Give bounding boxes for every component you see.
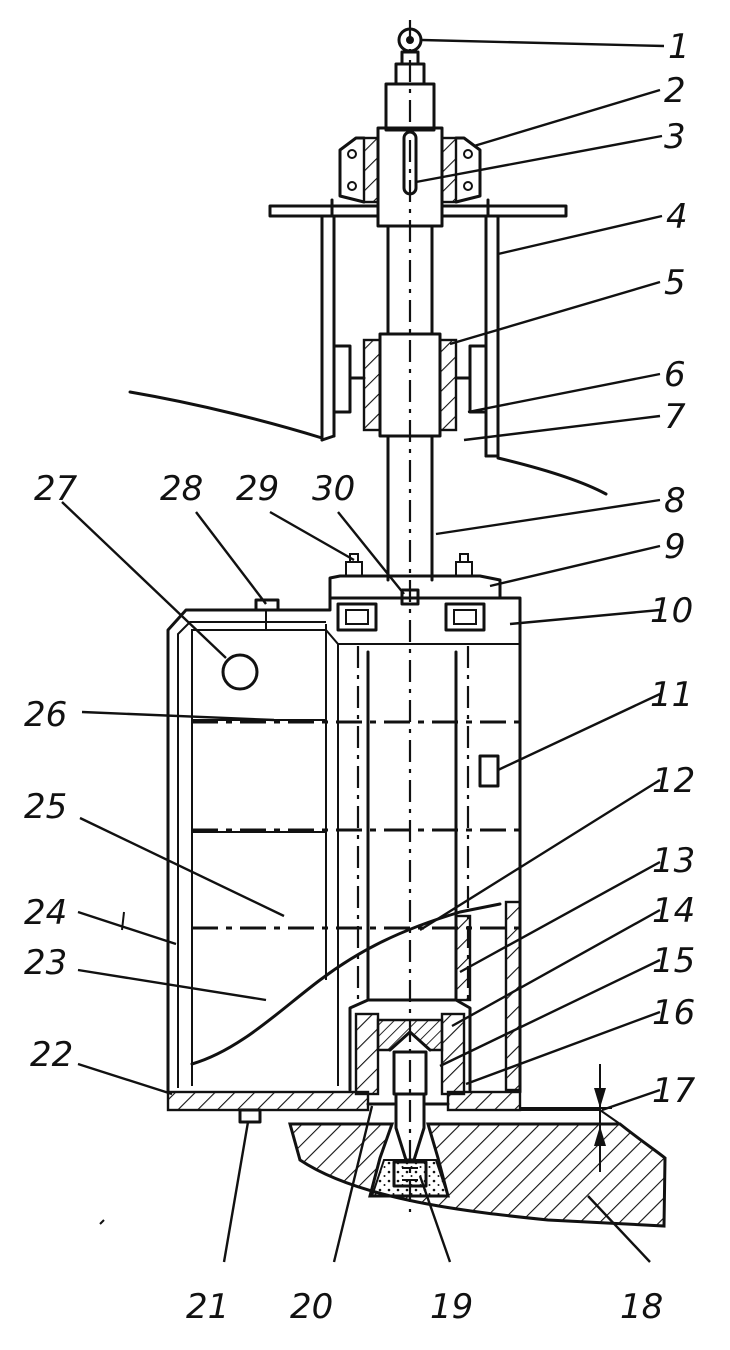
callout-5: 5 [664,263,686,303]
callout-7: 7 [664,397,686,437]
callout-28: 28 [160,469,203,509]
callout-8: 8 [664,481,686,521]
callout-20: 20 [290,1287,333,1327]
base-plate [166,1090,522,1124]
base-body [288,1109,667,1228]
callout-19: 19 [430,1287,473,1327]
callout-30: 30 [312,469,355,509]
soil-surface [128,390,608,496]
callout-26: 26 [24,695,67,735]
callout-21: 21 [186,1287,229,1327]
callout-13: 13 [652,841,695,881]
callout-11: 11 [650,675,693,715]
lower-seal [354,1012,466,1096]
support-plate [268,198,568,218]
callout-14: 14 [652,891,695,931]
callout-3: 3 [664,117,686,157]
callout-4: 4 [666,197,688,237]
callout-27: 27 [34,469,78,509]
callout-24: 24 [24,893,67,933]
callout-22: 22 [30,1035,73,1075]
callout-29: 29 [236,469,279,509]
callout-23: 23 [24,943,67,983]
callout-12: 12 [652,761,695,801]
callout-9: 9 [664,527,686,567]
stray-marks [99,911,125,1225]
callout-18: 18 [620,1287,663,1327]
callout-2: 2 [664,71,686,111]
upper-bushing [338,136,482,204]
leader-lines [61,38,665,1263]
callout-6: 6 [664,355,686,395]
callout-25: 25 [24,787,67,827]
callout-labels: 1 2 3 4 5 6 7 8 9 10 11 12 13 14 15 16 1… [24,27,696,1327]
callout-1: 1 [668,27,690,67]
cutaway-section [190,900,522,1092]
middle-bushing [332,332,488,438]
callout-16: 16 [652,993,695,1033]
housing-cap [328,553,502,632]
main-rod [386,224,434,582]
callout-17: 17 [652,1071,696,1111]
gap-dimension [520,1064,612,1172]
callout-10: 10 [650,591,693,631]
callout-15: 15 [652,941,695,981]
